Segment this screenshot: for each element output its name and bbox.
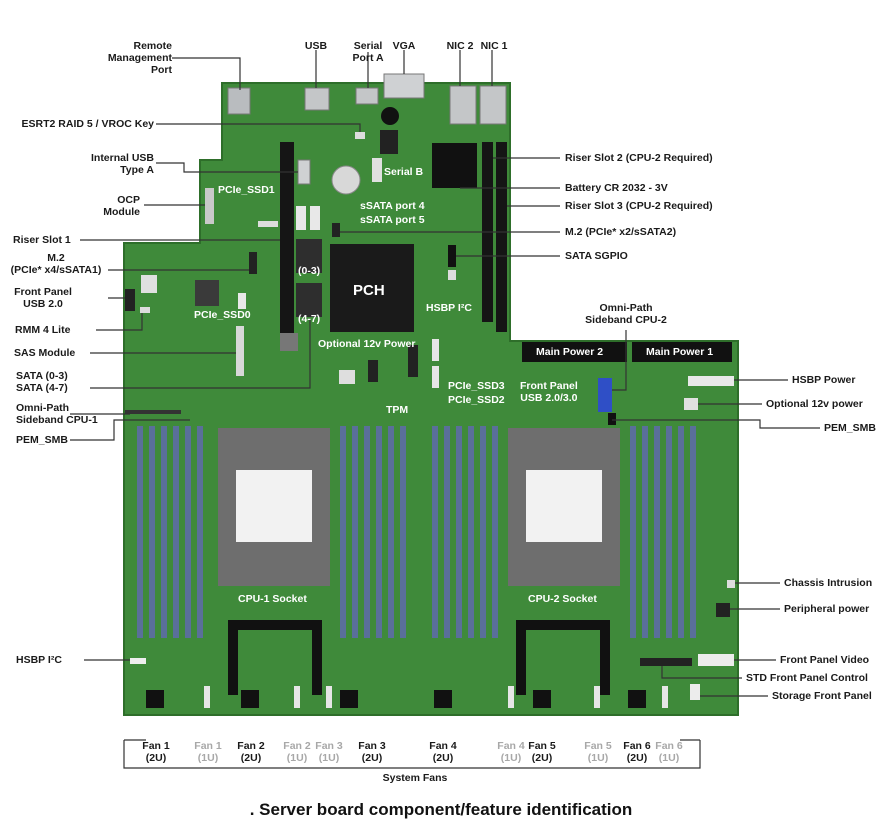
label-fp-video: Front Panel Video <box>780 654 870 666</box>
usb-connector <box>304 87 330 111</box>
onboard-hsbp-i2c: HSBP I²C <box>426 302 472 314</box>
label-chassis-intrusion: Chassis Intrusion <box>784 577 873 589</box>
fan-label: Fan 3(2U) <box>358 740 386 764</box>
onboard-main-power1: Main Power 1 <box>646 346 714 358</box>
onboard-fp-usb23: Front Panel USB 2.0/3.0 <box>520 380 578 404</box>
nic-heatsink <box>432 143 477 188</box>
vga-connector <box>383 73 425 99</box>
label-storage-fp: Storage Front Panel <box>772 690 872 702</box>
nic2-connector <box>449 85 477 125</box>
ocp-connector <box>205 188 214 224</box>
label-fp-usb2: Front Panel USB 2.0 <box>14 286 72 310</box>
fan-label: Fan 6(1U) <box>655 740 683 764</box>
onboard-pcie-ssd1: PCIe_SSD1 <box>218 184 275 196</box>
fan-label: Fan 1(1U) <box>194 740 222 764</box>
label-omni-cpu1: Omni-Path Sideband CPU-1 <box>16 402 98 426</box>
label-esrt2: ESRT2 RAID 5 / VROC Key <box>21 118 154 130</box>
label-sata-sgpio: SATA SGPIO <box>565 250 628 262</box>
fan-label: Fan 2(2U) <box>237 740 265 764</box>
label-peripheral-power: Peripheral power <box>784 603 870 615</box>
label-std-fp-control: STD Front Panel Control <box>746 672 868 684</box>
onboard-grp47: (4-7) <box>298 313 321 325</box>
fan-label: Fan 4(2U) <box>429 740 457 764</box>
onboard-pcie-ssd0: PCIe_SSD0 <box>194 309 251 321</box>
pch-chip <box>330 244 414 332</box>
fan-label: Fan 3(1U) <box>315 740 343 764</box>
label-sata-groups: SATA (0-3) SATA (4-7) <box>16 370 68 394</box>
remote-mgmt-connector <box>227 87 251 115</box>
label-m2-left: M.2 (PCIe* x4/sSATA1) <box>10 252 102 276</box>
nic1-connector <box>479 85 507 125</box>
label-system-fans: System Fans <box>382 772 448 784</box>
label-hsbp-power: HSBP Power <box>792 374 856 386</box>
label-pem-smb-left: PEM_SMB <box>16 434 68 446</box>
label-internal-usb: Internal USB Type A <box>90 152 154 176</box>
fan-label: Fan 4(1U) <box>497 740 525 764</box>
figure-caption: . Server board component/feature identif… <box>249 800 633 819</box>
onboard-main-power2: Main Power 2 <box>536 346 604 358</box>
label-riser3: Riser Slot 3 (CPU-2 Required) <box>565 200 713 212</box>
onboard-cpu1-socket: CPU-1 Socket <box>238 593 307 605</box>
cpu-1-socket-area <box>218 428 330 586</box>
onboard-pcie-ssd2: PCIe_SSD2 <box>448 394 505 406</box>
onboard-tpm: TPM <box>386 404 409 416</box>
label-hsbp-i2c-left: HSBP I²C <box>16 654 62 666</box>
label-omni-cpu2: Omni-Path Sideband CPU-2 <box>585 302 667 326</box>
fan-label: Fan 1(2U) <box>142 740 170 764</box>
battery <box>331 165 361 195</box>
onboard-cpu2-socket: CPU-2 Socket <box>528 593 597 605</box>
riser-slot-1 <box>280 142 294 340</box>
fan-label: Fan 6(2U) <box>623 740 651 764</box>
main-power-1-connector <box>632 342 732 362</box>
label-nic1: NIC 1 <box>480 40 508 52</box>
label-serial-a: Serial Port A <box>352 40 384 64</box>
label-rmm4: RMM 4 Lite <box>15 324 71 336</box>
sas-module-connector <box>236 326 244 376</box>
label-m2-right: M.2 (PCIe* x2/sSATA2) <box>565 226 677 238</box>
label-remote-mgmt: Remote Management Port <box>107 40 172 76</box>
onboard-sata-port5: sSATA port 5 <box>360 214 425 226</box>
onboard-pcie-ssd3: PCIe_SSD3 <box>448 380 505 392</box>
label-sas: SAS Module <box>14 347 76 359</box>
label-pem-smb-right: PEM_SMB <box>824 422 876 434</box>
onboard-opt12v: Optional 12v Power <box>318 338 416 350</box>
label-battery: Battery CR 2032 - 3V <box>565 182 668 194</box>
onboard-grp03: (0-3) <box>298 265 321 277</box>
label-usb: USB <box>304 40 328 52</box>
onboard-serial-b: Serial B <box>384 166 424 178</box>
onboard-sata-port4: sSATA port 4 <box>360 200 425 212</box>
cpu-2-socket-area <box>508 428 620 586</box>
fan-label: Fan 2(1U) <box>283 740 311 764</box>
label-riser1: Riser Slot 1 <box>13 234 71 246</box>
fan-label: Fan 5(1U) <box>584 740 612 764</box>
onboard-pch: PCH <box>353 282 385 299</box>
serial-a-connector <box>355 87 379 105</box>
label-opt12v-right: Optional 12v power <box>766 398 863 410</box>
fan-label: Fan 5(2U) <box>528 740 556 764</box>
main-power-2-connector <box>522 342 627 362</box>
riser-slot-3 <box>496 142 507 332</box>
label-riser2: Riser Slot 2 (CPU-2 Required) <box>565 152 713 164</box>
label-vga: VGA <box>392 40 416 52</box>
label-nic2: NIC 2 <box>446 40 474 52</box>
label-ocp: OCP Module <box>103 194 140 218</box>
